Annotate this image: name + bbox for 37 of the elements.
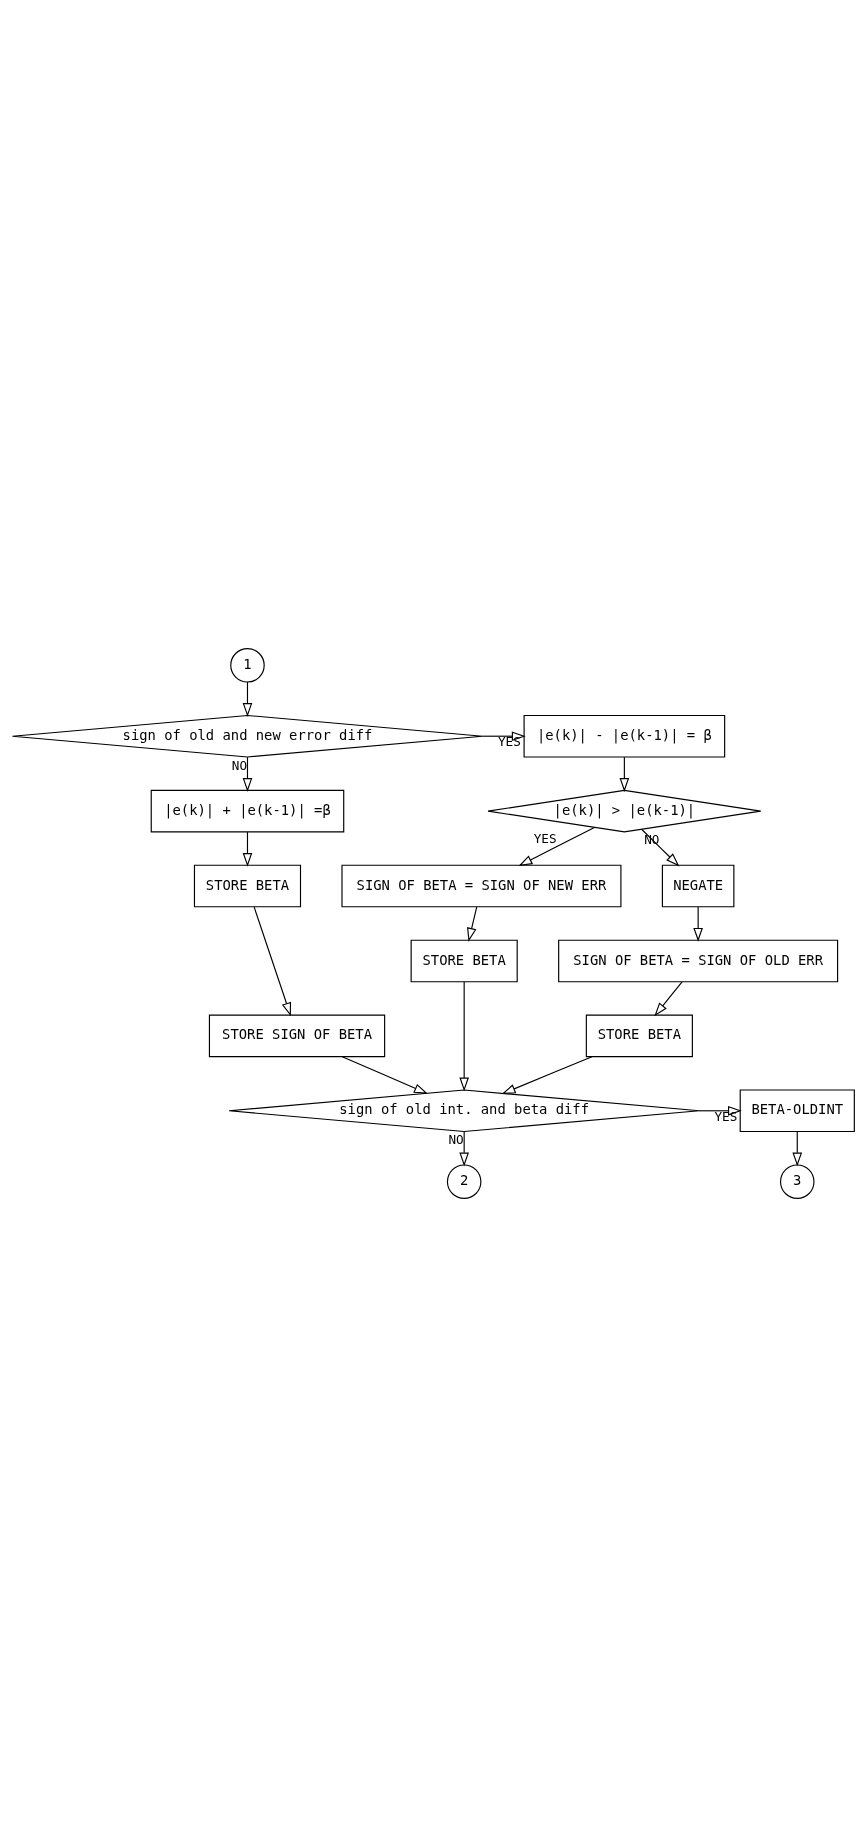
- node-box: |e(k)| + |e(k-1)| =β: [150, 789, 345, 833]
- arrow: [242, 681, 253, 717]
- arrow: [253, 906, 292, 1017]
- node-diamond: sign of old int. and beta diff: [228, 1089, 700, 1133]
- node-box: SIGN OF BETA = SIGN OF OLD ERR: [558, 939, 839, 983]
- arrow: [341, 1056, 428, 1094]
- arrow: [654, 981, 683, 1017]
- node-diamond: |e(k)| > |e(k-1)|: [487, 789, 762, 833]
- node-box: NEGATE: [661, 864, 735, 908]
- arrow: [242, 756, 253, 792]
- arrow: [698, 1105, 742, 1116]
- arrow: [693, 906, 703, 942]
- node-box: BETA-OLDINT: [739, 1089, 855, 1133]
- node-box: STORE BETA: [585, 1014, 693, 1058]
- node-box: |e(k)| - |e(k-1)| = β: [523, 714, 726, 758]
- node-circle: 1: [230, 648, 265, 683]
- node-circle: 2: [446, 1164, 482, 1199]
- edge-label: NO: [448, 1132, 464, 1148]
- arrow: [619, 756, 630, 792]
- node-circle: 3: [779, 1164, 815, 1199]
- node-box: STORE BETA: [193, 864, 302, 908]
- edge-label: NO: [231, 758, 248, 774]
- arrow: [459, 981, 469, 1092]
- edge-label: YES: [714, 1108, 738, 1124]
- node-box: SIGN OF BETA = SIGN OF NEW ERR: [341, 864, 622, 908]
- node-diamond: sign of old and new error diff: [11, 714, 484, 758]
- arrow: [466, 906, 478, 942]
- arrow: [242, 831, 253, 867]
- arrow: [481, 731, 526, 742]
- arrow: [792, 1131, 803, 1167]
- edge-label: YES: [497, 734, 521, 750]
- arrow: [459, 1131, 469, 1167]
- edge-label: YES: [533, 830, 557, 846]
- arrow: [518, 826, 595, 867]
- node-box: STORE BETA: [410, 939, 518, 983]
- node-box: STORE SIGN OF BETA: [208, 1014, 386, 1058]
- arrow: [501, 1056, 593, 1095]
